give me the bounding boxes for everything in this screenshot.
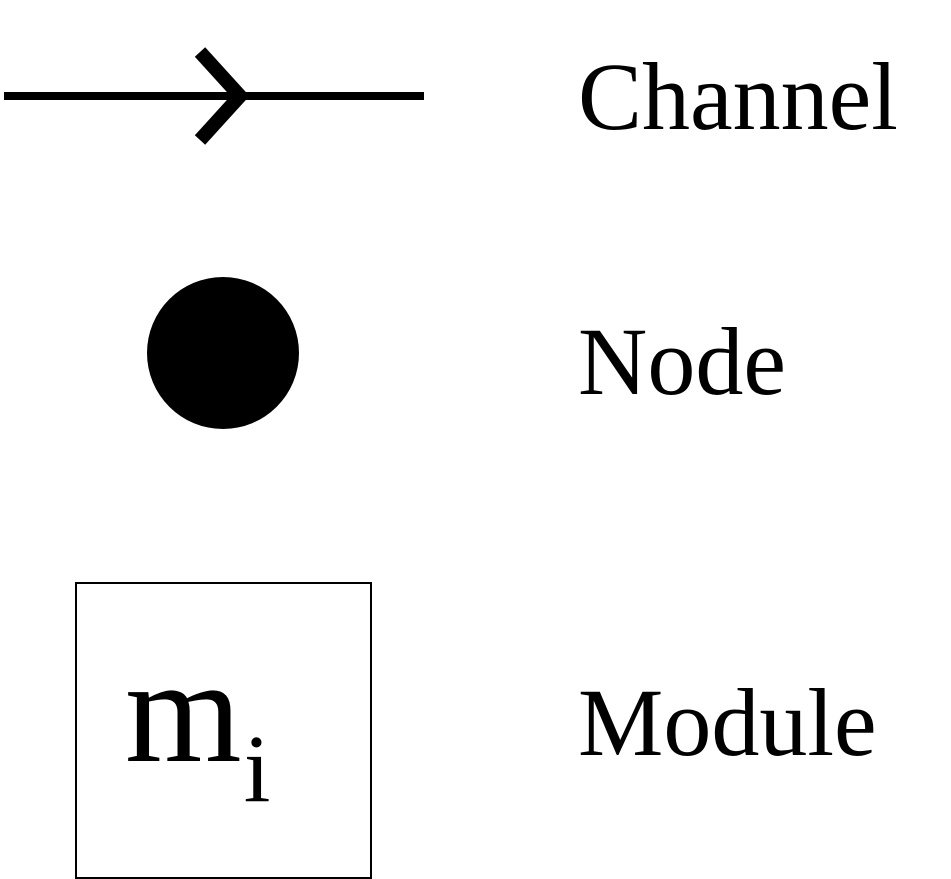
legend-label-node: Node (578, 308, 786, 415)
square-box-icon: mi (75, 582, 372, 879)
filled-circle-icon (147, 277, 299, 429)
module-glyph-subscript: i (243, 715, 271, 822)
module-glyph-main: m (125, 628, 242, 794)
legend-label-module: Module (578, 669, 877, 776)
module-glyph: mi (125, 636, 270, 822)
legend-label-channel: Channel (578, 43, 898, 150)
arrow-line-icon (4, 47, 424, 145)
